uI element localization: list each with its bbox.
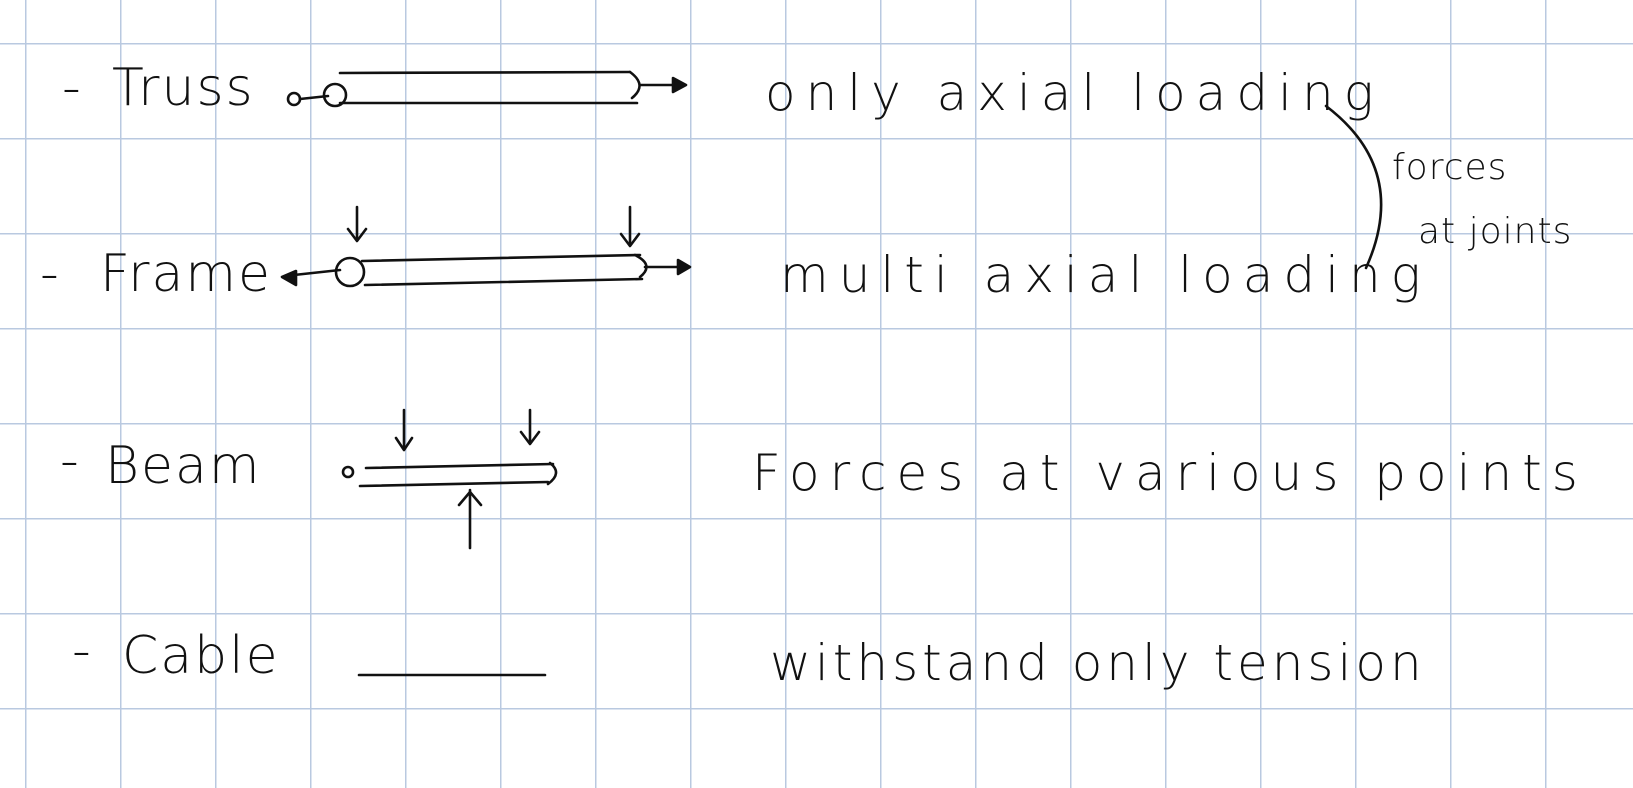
frame-description: multi axial loading	[780, 246, 1431, 304]
truss-dash: -	[62, 58, 83, 118]
truss-label: Truss	[112, 58, 255, 118]
beam-dash: -	[60, 431, 81, 491]
frame-dash: -	[40, 244, 61, 304]
note-at-joints: at joints	[1418, 211, 1573, 252]
cable-dash: -	[72, 621, 93, 681]
cable-member-sketch	[357, 673, 547, 677]
frame-label: Frame	[100, 244, 273, 304]
beam-description: Forces at various points	[752, 444, 1588, 502]
note-forces: forces	[1392, 147, 1508, 188]
frame-member-sketch	[280, 205, 692, 288]
cable-description: withstand only tension	[770, 634, 1426, 692]
cable-label: Cable	[122, 626, 280, 686]
beam-member-sketch	[341, 408, 558, 550]
grouping-bracket	[1324, 104, 1383, 270]
truss-member-sketch	[286, 70, 688, 108]
beam-label: Beam	[105, 436, 262, 496]
truss-description: only axial loading	[765, 64, 1384, 122]
